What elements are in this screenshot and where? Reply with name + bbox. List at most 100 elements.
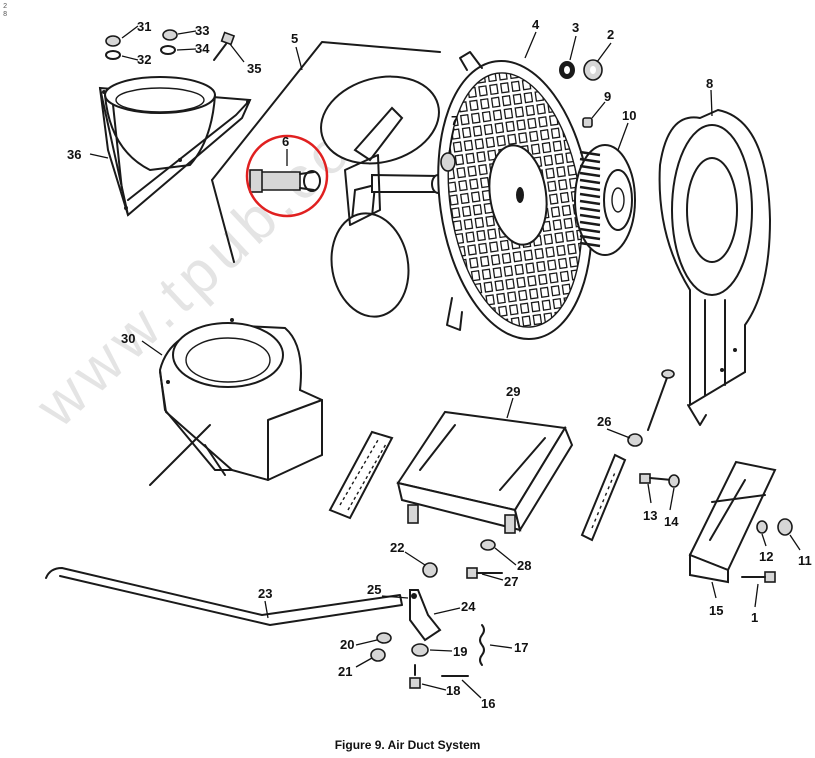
grille-cell xyxy=(552,219,563,231)
grille-cell xyxy=(449,194,459,206)
grille-cell xyxy=(543,233,554,245)
grille-cell xyxy=(525,104,536,117)
grille-cell xyxy=(534,247,545,260)
part-17-spring xyxy=(479,624,485,666)
part-20-washer xyxy=(376,632,392,644)
callout-13: 13 xyxy=(643,508,657,523)
grille-cell xyxy=(450,207,461,219)
grille-cell xyxy=(490,254,501,266)
part-11-nut xyxy=(777,518,793,536)
fan-fin xyxy=(579,227,601,234)
fan-fin xyxy=(579,241,601,248)
part-31-nut xyxy=(105,35,121,47)
grille-cell xyxy=(585,293,595,305)
callout-22: 22 xyxy=(390,540,404,555)
grille-cell xyxy=(492,109,503,121)
callout-8: 8 xyxy=(706,76,713,91)
grille-cell xyxy=(541,64,552,75)
callout-36: 36 xyxy=(67,147,81,162)
grille-cell xyxy=(539,129,550,141)
grille-cell xyxy=(487,228,497,240)
grille-cell xyxy=(465,231,476,243)
grille-cell xyxy=(574,64,585,70)
fan-fin xyxy=(579,220,601,227)
grille-cell xyxy=(492,266,503,279)
callout-16: 16 xyxy=(481,696,495,711)
grille-cell xyxy=(485,136,496,149)
part-4-grille xyxy=(432,51,618,348)
grille-cell xyxy=(514,263,525,276)
callout-34: 34 xyxy=(195,41,210,56)
part-28-washer xyxy=(480,539,496,551)
grille-cell xyxy=(550,285,561,297)
grille-cell xyxy=(557,257,568,270)
grille-cell xyxy=(519,302,530,314)
grille-cell xyxy=(472,125,483,137)
callout-32: 32 xyxy=(137,52,151,67)
fan-fin xyxy=(579,192,601,199)
grille-cell xyxy=(568,98,579,111)
grille-cell xyxy=(528,130,539,142)
callout-23: 23 xyxy=(258,586,272,601)
callout-28: 28 xyxy=(517,558,531,573)
grille-cell xyxy=(478,163,488,176)
part-14-washer xyxy=(668,474,680,488)
grille-cell xyxy=(470,337,478,347)
callout-4: 4 xyxy=(532,17,540,32)
grille-cell xyxy=(450,285,461,298)
part-18-screw xyxy=(409,664,421,689)
grille-cell xyxy=(469,99,479,111)
callout-30: 30 xyxy=(121,331,135,346)
part-32-washer xyxy=(105,50,121,60)
grille-cell xyxy=(479,98,490,110)
callout-21: 21 xyxy=(338,664,352,679)
grille-cell xyxy=(501,252,512,264)
grille-cell xyxy=(485,215,496,227)
grille-cell xyxy=(600,318,608,328)
grille-cell xyxy=(539,286,550,298)
grille-cell xyxy=(465,152,476,164)
grille-cell xyxy=(459,338,467,348)
part-5-damper-assembly xyxy=(211,41,445,318)
grille-cell xyxy=(585,135,595,148)
callout-2: 2 xyxy=(607,27,614,42)
highlight-circle-part-6 xyxy=(245,134,329,218)
grille-cell xyxy=(604,265,612,275)
grille-cell xyxy=(610,304,618,314)
grille-cell xyxy=(541,299,552,311)
callout-26: 26 xyxy=(597,414,611,429)
grille-cell xyxy=(567,164,577,176)
grille-cell xyxy=(452,298,463,311)
grille-cell xyxy=(514,106,525,118)
page-corner-mark: 2 8 xyxy=(3,3,8,19)
grille-cell xyxy=(461,205,472,218)
grille-cell xyxy=(479,334,490,336)
grille-cell xyxy=(483,281,494,293)
grille-cell xyxy=(537,273,548,286)
grille-cell xyxy=(592,266,598,278)
part-1-bolt xyxy=(741,571,776,583)
fan-fin xyxy=(579,150,601,157)
callout-1: 1 xyxy=(751,610,758,625)
part-6-shaft xyxy=(249,169,321,193)
grille-cell xyxy=(490,96,501,108)
part-24-lever xyxy=(409,589,442,642)
grille-cell xyxy=(567,85,577,98)
grille-cell xyxy=(530,301,541,313)
grille-cell xyxy=(467,165,477,177)
figure-caption: Figure 9. Air Duct System xyxy=(334,738,481,752)
part-22-bushing xyxy=(422,562,438,578)
callout-35: 35 xyxy=(247,61,261,76)
grille-cell xyxy=(527,275,537,287)
grille-cell xyxy=(525,262,535,274)
callout-25: 25 xyxy=(367,582,381,597)
grille-cell xyxy=(458,179,468,192)
part-26-mounting-strip xyxy=(580,433,643,542)
grille-cell xyxy=(443,76,454,89)
part-9-setscrew xyxy=(582,117,593,128)
grille-cell xyxy=(577,320,588,332)
grille-cell xyxy=(481,268,492,280)
fan-fin xyxy=(579,164,601,171)
fan-fin xyxy=(579,206,601,213)
